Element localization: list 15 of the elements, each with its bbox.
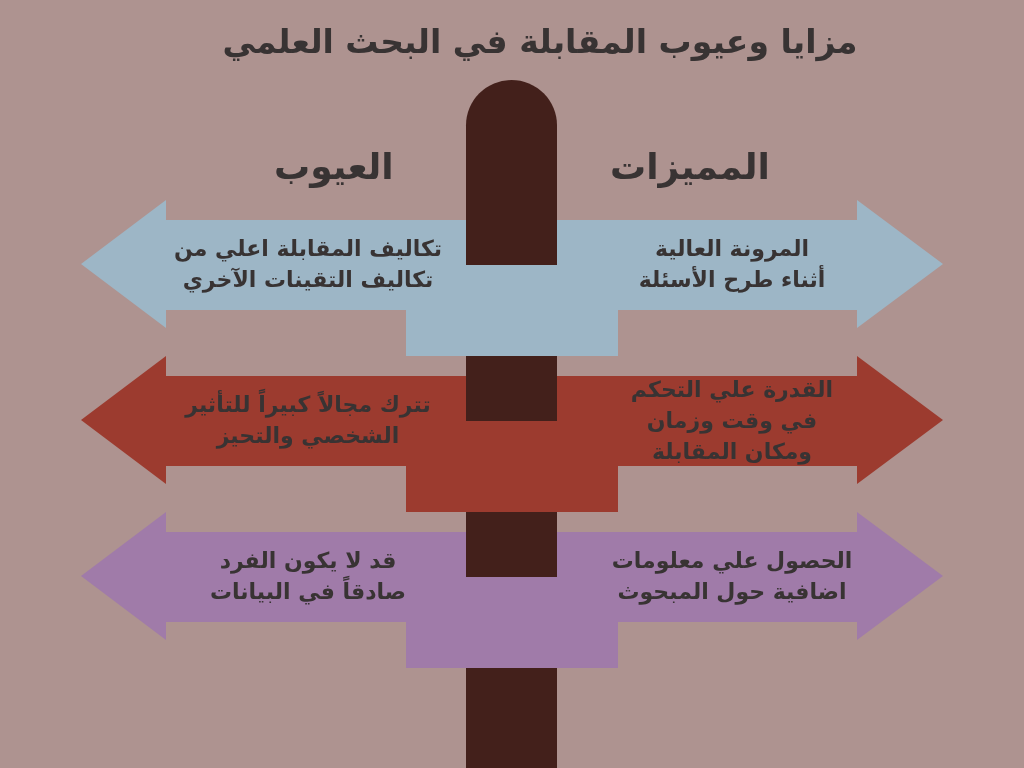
sign-text: القدرة علي التحكم في وقت وزمان ومكان المقابلة [629, 375, 835, 467]
sign-text: الحصول علي معلومات اضافية حول المبحوث [610, 547, 854, 607]
arrow-sign [557, 200, 943, 328]
arrow-sign [81, 200, 466, 328]
sign-text: تكاليف المقابلة اعلي من تكاليف التقينات الآخري [172, 235, 444, 295]
sign-text: المرونة العالية أثناء طرح الأسئلة [637, 235, 827, 295]
column-heading: العيوب [274, 145, 394, 190]
sign-text: قد لا يكون الفرد صادقاً في البيانات [208, 547, 408, 607]
sign-text: تترك مجالاً كبيراً للتأثير الشخصي والتحيز [163, 389, 453, 451]
arrow-sign [81, 512, 466, 640]
arrow-sign [557, 356, 943, 484]
title: مزايا وعيوب المقابلة في البحث العلمي [222, 21, 858, 64]
column-heading: المميزات [610, 145, 770, 190]
arrow-sign [557, 512, 943, 640]
arrow-sign [81, 356, 466, 484]
